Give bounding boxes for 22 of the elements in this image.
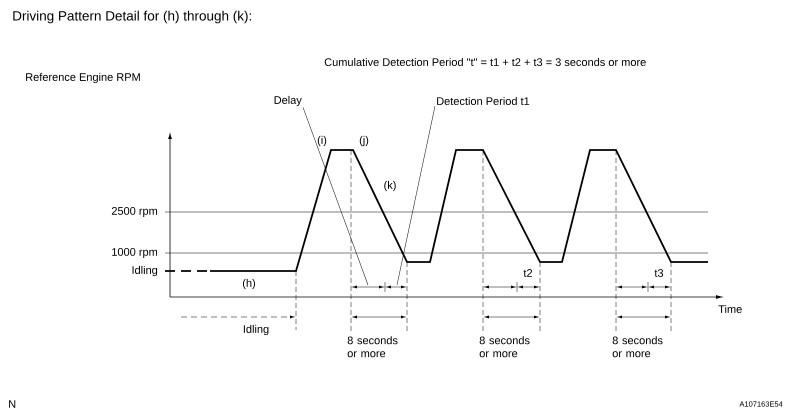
point-label: (i) bbox=[318, 136, 326, 146]
axis-label: Reference Engine RPM bbox=[26, 72, 140, 84]
period-label: 8 seconds or more bbox=[612, 336, 663, 358]
segment-label: (h) bbox=[242, 278, 256, 290]
tick-label: Idling bbox=[132, 266, 158, 276]
axis-label: Time bbox=[718, 304, 742, 314]
leader-line bbox=[302, 107, 368, 286]
point-label: (j) bbox=[360, 136, 368, 146]
tick-label: 2500 rpm bbox=[112, 207, 158, 217]
point-label: (k) bbox=[384, 180, 396, 192]
period-label: 8 seconds or more bbox=[348, 336, 398, 358]
period-label: t2 bbox=[524, 269, 532, 277]
caption-text: Cumulative Detection Period "t" = t1 + t2 + t3 = 3 seconds or more bbox=[324, 58, 646, 66]
leader-line bbox=[396, 106, 436, 286]
callout-text: Detection Period t1 bbox=[437, 96, 530, 106]
title: Driving Pattern Detail for (h) through (k): bbox=[13, 10, 252, 24]
callout-text: Delay bbox=[274, 96, 302, 106]
period-label: t3 bbox=[654, 269, 664, 277]
corner-letter: N bbox=[9, 400, 16, 408]
period-label: Idling bbox=[244, 324, 268, 336]
period-label: 8 seconds or more bbox=[480, 336, 530, 358]
tick-label: 1000 rpm bbox=[112, 248, 158, 258]
